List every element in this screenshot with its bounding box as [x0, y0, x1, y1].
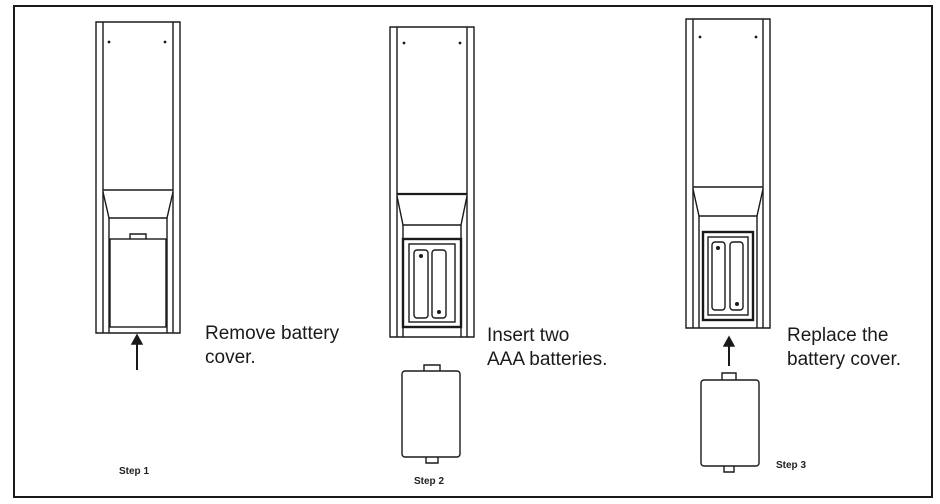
instruction-line: Remove battery — [205, 323, 340, 344]
instruction-line: battery cover. — [787, 349, 902, 370]
instruction-step-2: Insert two AAA batteries. — [487, 324, 607, 372]
instruction-line: Insert two — [487, 325, 570, 346]
removed-battery-cover — [401, 364, 461, 464]
diagram-frame — [13, 5, 933, 498]
instruction-line: cover. — [205, 347, 256, 368]
remote-step-2 — [389, 26, 475, 338]
remote-step-3 — [685, 18, 771, 329]
arrow-up-icon — [130, 333, 144, 370]
step-label-2: Step 2 — [414, 476, 445, 487]
remote-step-1 — [95, 21, 181, 334]
battery-compartment — [401, 237, 463, 329]
replacement-battery-cover — [700, 372, 760, 473]
instruction-line: Replace the — [787, 325, 889, 346]
battery-cover — [109, 233, 167, 328]
instruction-step-3: Replace the battery cover. — [787, 324, 901, 372]
arrow-up-icon — [722, 335, 736, 366]
instruction-step-1: Remove battery cover. — [205, 322, 339, 370]
step-label-1: Step 1 — [119, 466, 150, 477]
battery-compartment — [701, 230, 755, 322]
step-label-3: Step 3 — [776, 460, 807, 471]
instruction-line: AAA batteries. — [487, 349, 608, 370]
